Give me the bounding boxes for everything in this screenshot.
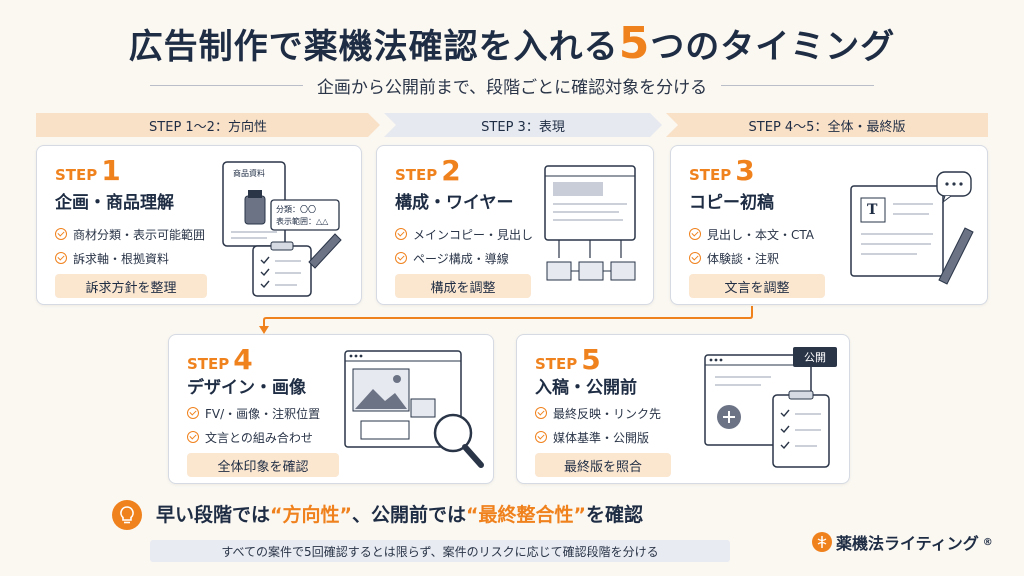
card-title: デザイン・画像 xyxy=(187,378,306,398)
copy-draft-icon xyxy=(850,171,974,285)
subtitle-row: 企画から公開前まで、段階ごとに確認対象を分ける xyxy=(150,72,875,98)
key-message: 早い段階では“方向性”、公開前では“最終整合性”を確認 xyxy=(156,504,644,526)
check-list: 商材分類・表示可能範囲 訴求軸・根拠資料 xyxy=(55,222,205,270)
list-item: 最終反映・リンク先 xyxy=(535,401,661,425)
wireframe-flow-icon xyxy=(544,165,636,281)
publish-check-icon xyxy=(704,354,830,468)
check-circle-icon xyxy=(535,407,547,419)
registered-mark: ® xyxy=(982,536,993,548)
check-circle-icon xyxy=(689,252,701,264)
caduceus-icon xyxy=(812,532,832,552)
check-circle-icon xyxy=(187,407,199,419)
check-list: FV/・画像・注釈位置 文言との組み合わせ xyxy=(187,401,320,449)
tag-line-1: 分類：〇〇 xyxy=(276,205,316,214)
check-list: メインコピー・見出し ページ構成・導線 xyxy=(395,222,533,270)
list-item: 見出し・本文・CTA xyxy=(689,222,814,246)
text-t-icon: T xyxy=(867,202,878,218)
step-bar-direction: STEP 1〜2：方向性 xyxy=(36,113,380,137)
design-preview-icon xyxy=(344,350,484,468)
list-item: メインコピー・見出し xyxy=(395,222,533,246)
check-circle-icon xyxy=(55,228,67,240)
tag-line-2: 表示範囲：△△ xyxy=(276,217,329,226)
outcome-pill: 全体印象を確認 xyxy=(187,453,339,477)
check-circle-icon xyxy=(535,431,547,443)
card-title: 企画・商品理解 xyxy=(55,193,174,213)
step-bar-final: STEP 4〜5：全体・最終版 xyxy=(666,113,988,137)
list-item: 商材分類・表示可能範囲 xyxy=(55,222,205,246)
lightbulb-icon xyxy=(112,500,142,530)
product-document-icon xyxy=(222,161,342,297)
list-item: ページ構成・導線 xyxy=(395,246,533,270)
check-circle-icon xyxy=(689,228,701,240)
list-item: 媒体基準・公開版 xyxy=(535,425,661,449)
step-bar-expression: STEP 3：表現 xyxy=(384,113,662,137)
check-circle-icon xyxy=(395,228,407,240)
outcome-pill: 最終版を照合 xyxy=(535,453,671,477)
check-circle-icon xyxy=(395,252,407,264)
page-title: 広告制作で薬機法確認を入れる5つのタイミング xyxy=(128,18,896,69)
footnote: すべての案件で5回確認するとは限らず、案件のリスクに応じて確認段階を分ける xyxy=(150,540,730,562)
outcome-pill: 文言を調整 xyxy=(689,274,825,298)
list-item: 訴求軸・根拠資料 xyxy=(55,246,205,270)
page-subtitle: 企画から公開前まで、段階ごとに確認対象を分ける xyxy=(316,77,708,98)
doc-label: 商品資料 xyxy=(233,169,265,178)
brand-name: 薬機法ライティング xyxy=(836,534,979,553)
outcome-pill: 構成を調整 xyxy=(395,274,531,298)
list-item: FV/・画像・注釈位置 xyxy=(187,401,320,425)
subtitle-divider-left xyxy=(150,84,303,86)
check-circle-icon xyxy=(55,252,67,264)
list-item: 体験談・注釈 xyxy=(689,246,814,270)
check-list: 最終反映・リンク先 媒体基準・公開版 xyxy=(535,401,661,449)
card-title: 入稿・公開前 xyxy=(535,378,637,398)
title-number: 5 xyxy=(618,18,651,69)
brand-logo: 薬機法ライティング® xyxy=(812,530,993,554)
outcome-pill: 訴求方針を整理 xyxy=(55,274,207,298)
card-title: コピー初稿 xyxy=(689,193,774,213)
check-list: 見出し・本文・CTA 体験談・注釈 xyxy=(689,222,814,270)
card-title: 構成・ワイヤー xyxy=(395,193,514,213)
list-item: 文言との組み合わせ xyxy=(187,425,320,449)
subtitle-divider-right xyxy=(721,84,875,86)
publish-badge: 公開 xyxy=(793,347,837,367)
check-circle-icon xyxy=(187,431,199,443)
